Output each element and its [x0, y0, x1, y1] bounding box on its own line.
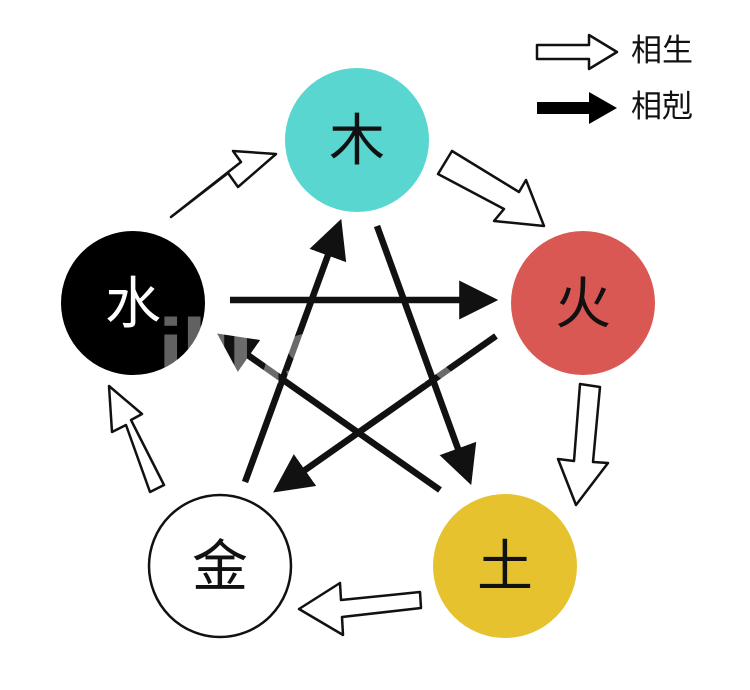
legend-overcoming-label: 相剋 — [631, 89, 693, 125]
solid-arrow-icon — [537, 92, 617, 124]
node-wood-label: 木 — [329, 109, 385, 174]
node-water-label: 水 — [105, 272, 161, 337]
node-fire: 火 — [511, 231, 655, 375]
node-wood-circle — [285, 68, 429, 212]
overcoming-arrow-wood-to-earth — [373, 224, 477, 486]
overcoming-arrow-fire-to-metal — [273, 333, 498, 493]
node-metal: 金 — [147, 493, 293, 639]
node-metal-label: 金 — [192, 535, 248, 600]
generating-arrows — [107, 149, 610, 637]
overcoming-arrows — [217, 218, 499, 493]
generating-arrow-earth-to-metal — [297, 581, 423, 637]
node-fire-label: 火 — [555, 272, 611, 337]
generating-arrow-fire-to-earth — [556, 382, 610, 507]
node-water-circle — [61, 231, 205, 375]
node-earth: 土 — [433, 494, 577, 638]
generating-arrow-water-to-wood — [169, 149, 278, 219]
overcoming-arrow-earth-to-water — [217, 333, 442, 493]
legend-overcoming: 相剋 — [533, 86, 733, 130]
legend-generating: 相生 — [533, 30, 733, 74]
hollow-arrow-icon — [535, 33, 619, 71]
legend-generating-label: 相生 — [631, 33, 693, 69]
generating-arrow-metal-to-water — [107, 384, 166, 494]
node-earth-label: 土 — [477, 535, 533, 600]
node-water: 水 — [61, 231, 205, 375]
overcoming-arrow-metal-to-wood — [241, 218, 347, 484]
node-earth-circle — [433, 494, 577, 638]
node-wood: 木 — [285, 68, 429, 212]
node-metal-circle — [147, 493, 293, 639]
node-fire-circle — [511, 231, 655, 375]
generating-arrow-wood-to-fire — [436, 149, 546, 228]
